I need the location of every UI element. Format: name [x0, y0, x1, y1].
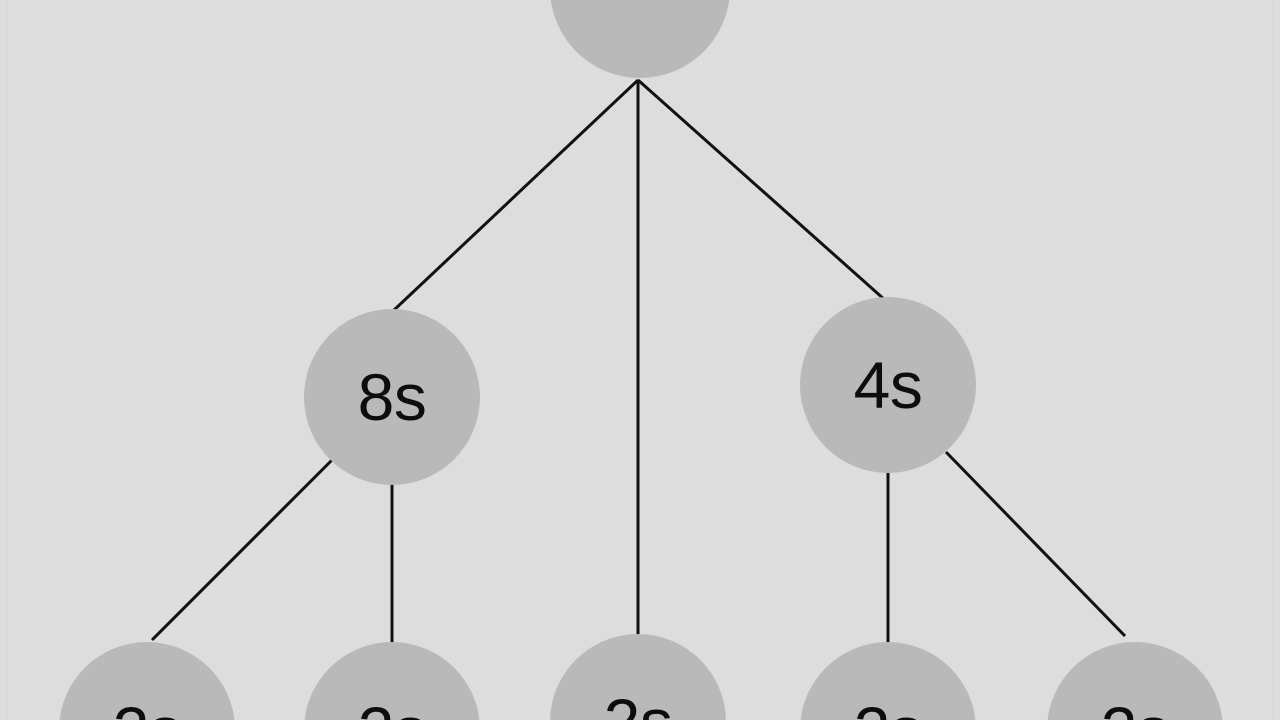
tree-node-root[interactable] — [550, 0, 730, 78]
tree-node-l1[interactable]: 2s — [59, 642, 235, 720]
frame-edge-left — [6, 0, 7, 720]
tree-node-l3[interactable]: 2s — [550, 634, 726, 720]
tree-node-n4s[interactable]: 4s — [800, 297, 976, 473]
tree-edge-root-to-n8s — [391, 78, 640, 313]
frame-edge-right — [1273, 0, 1274, 720]
tree-node-label: 8s — [357, 360, 427, 434]
tree-node-label: 2s — [854, 697, 923, 720]
tree-node-l2[interactable]: 2s — [304, 642, 480, 720]
tree-node-label: 4s — [853, 348, 923, 422]
tree-node-n8s[interactable]: 8s — [304, 309, 480, 485]
tree-node-l4[interactable]: 2s — [800, 642, 976, 720]
tree-node-label: 2s — [1101, 697, 1170, 720]
tree-node-l5[interactable]: 2s — [1047, 642, 1223, 720]
tree-node-label: 2s — [113, 697, 182, 720]
tree-node-label: 2s — [604, 689, 673, 720]
tree-edge-n4s-to-l5 — [944, 450, 1127, 638]
tree-node-label: 2s — [358, 697, 427, 720]
tree-edge-n8s-to-l1 — [150, 457, 335, 642]
tree-edge-root-to-n4s — [637, 78, 886, 302]
